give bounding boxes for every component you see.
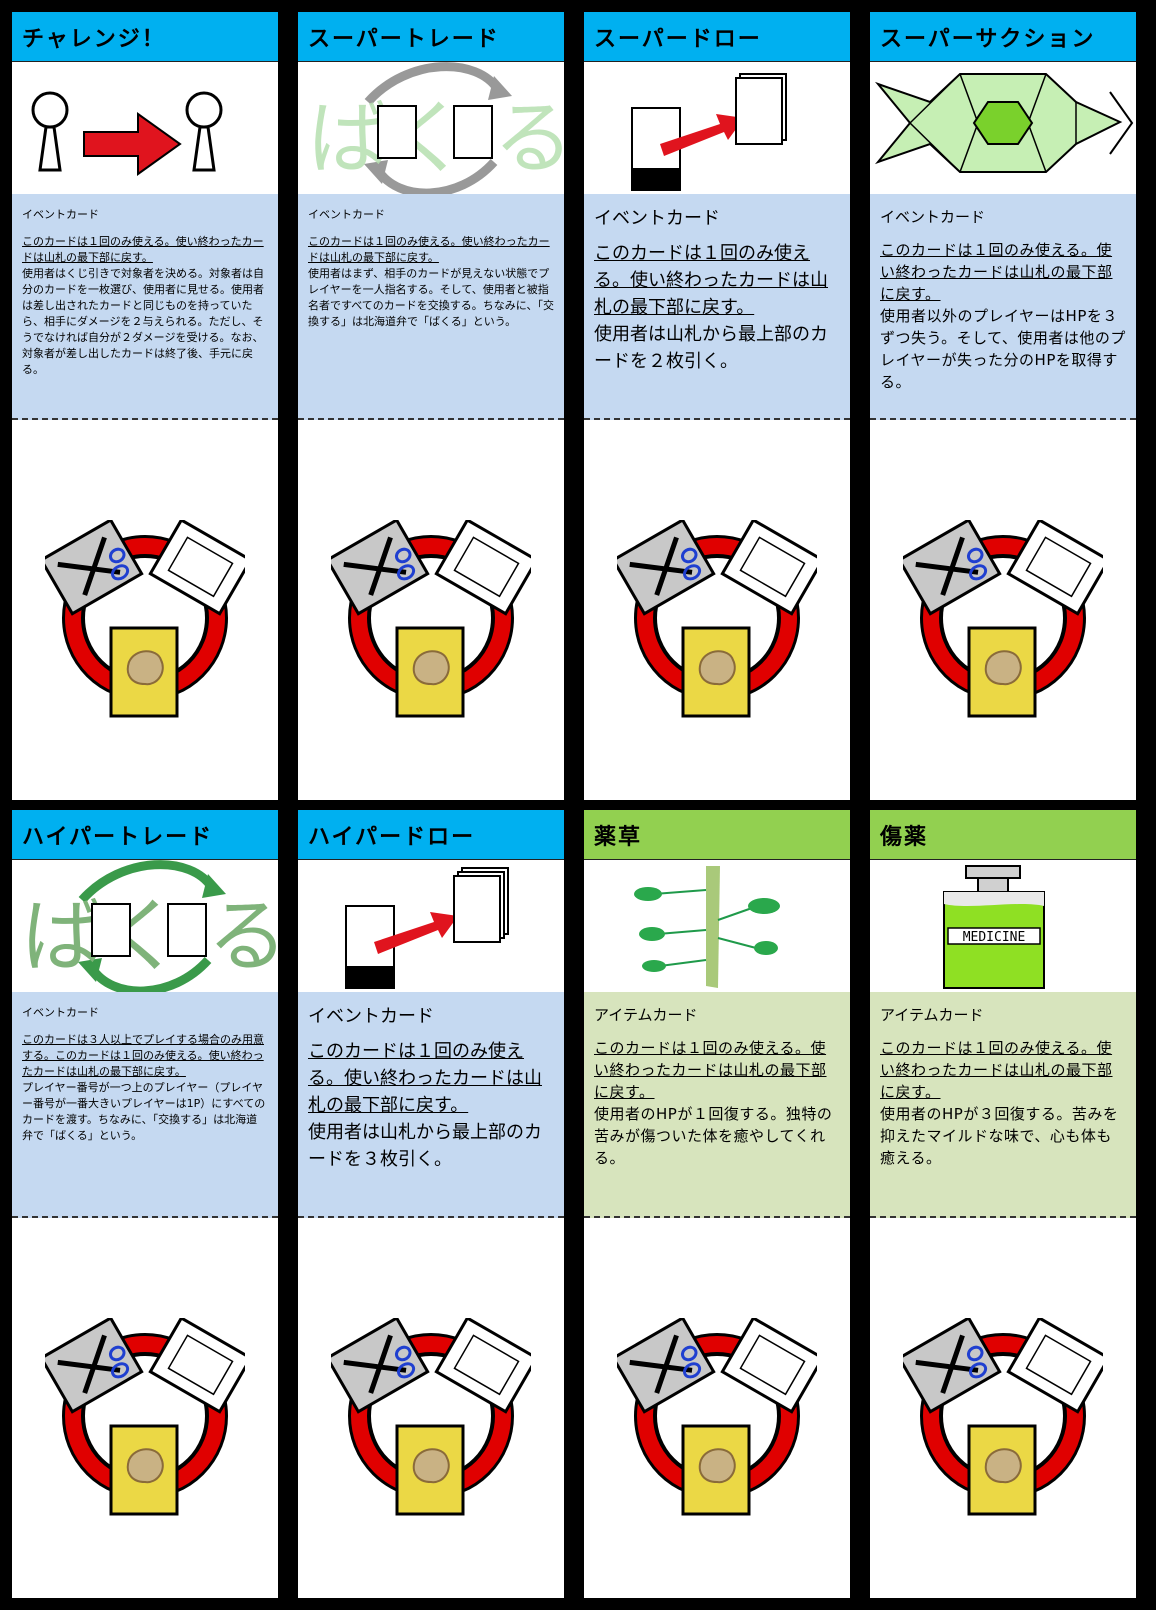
rock-paper-scissors-emblem-icon [617, 1318, 817, 1516]
card-rule: このカードは３人以上でプレイする場合のみ用意する。このカードは１回のみ使える。使… [22, 1033, 264, 1078]
card-effect: 使用者のHPが１回復する。独特の苦みが傷ついた体を癒やしてくれる。 [594, 1105, 833, 1167]
card-description: アイテムカード このカードは１回のみ使える。使い終わったカードは山札の最下部に戻… [584, 992, 850, 1218]
card-type: アイテムカード [594, 1006, 698, 1024]
card-type: アイテムカード [880, 1006, 984, 1024]
card-rule: このカードは１回のみ使える。使い終わったカードは山札の最下部に戻す。 [880, 241, 1113, 303]
card-type: イベントカード [308, 208, 385, 221]
card-herb[interactable]: 薬草 アイテムカード [584, 810, 850, 1598]
card-rule: このカードは１回のみ使える。使い終わったカードは山札の最下部に戻す。 [22, 235, 264, 264]
bakuru-trade-icon: ばく る [298, 62, 564, 194]
rock-paper-scissors-emblem-icon [331, 1318, 531, 1516]
card-description: イベントカード このカードは１回のみ使える。使い終わったカードは山札の最下部に戻… [298, 194, 564, 420]
card-rule: このカードは１回のみ使える。使い終わったカードは山札の最下部に戻す。 [880, 1039, 1113, 1101]
rock-paper-scissors-emblem-icon [903, 1318, 1103, 1516]
svg-text:ばく る: ばく る [22, 890, 278, 983]
card-type: イベントカード [22, 208, 99, 221]
card-rule: このカードは１回のみ使える。使い終わったカードは山札の最下部に戻す。 [594, 1039, 827, 1101]
card-description: イベントカード このカードは１回のみ使える。使い終わったカードは山札の最下部に戻… [12, 194, 278, 420]
card-type: イベントカード [594, 208, 720, 229]
rock-paper-scissors-emblem-icon [45, 520, 245, 718]
card-effect: 使用者は山札から最上部のカードを３枚引く。 [308, 1122, 542, 1170]
suction-icon [870, 62, 1136, 194]
card-title: ハイパードロー [298, 810, 564, 860]
card-challenge[interactable]: チャレンジ！ イベントカード このカードは１回のみ使える。使い終わったカードは山… [12, 12, 278, 800]
rock-paper-scissors-emblem-icon [903, 520, 1103, 718]
card-back [298, 420, 564, 800]
card-title: スーパードロー [584, 12, 850, 62]
card-type: イベントカード [22, 1006, 99, 1019]
draw-icon [298, 860, 564, 992]
rock-paper-scissors-emblem-icon [45, 1318, 245, 1516]
card-effect: 使用者はまず、相手のカードが見えない状態でプレイヤーを一人指名する。そして、使用… [308, 267, 554, 328]
challenge-icon [12, 62, 278, 194]
card-back [584, 420, 850, 800]
card-description: イベントカード このカードは１回のみ使える。使い終わったカードは山札の最下部に戻… [870, 194, 1136, 420]
draw-icon [584, 62, 850, 194]
card-description: イベントカード このカードは１回のみ使える。使い終わったカードは山札の最下部に戻… [584, 194, 850, 420]
card-title: スーパーサクション [870, 12, 1136, 62]
card-hyper-draw[interactable]: ハイパードロー イベントカード このカードは１回のみ使える。使い終わったカードは… [298, 810, 564, 1598]
card-back [12, 1218, 278, 1598]
card-effect: プレイヤー番号が一つ上のプレイヤー（プレイヤー番号が一番大きいプレイヤーは1P）… [22, 1081, 266, 1142]
rock-paper-scissors-emblem-icon [331, 520, 531, 718]
card-title: チャレンジ！ [12, 12, 278, 62]
card-super-trade[interactable]: スーパートレード ばく る イベントカード このカードは１回のみ使える。使い終わ… [298, 12, 564, 800]
svg-text:ばく る: ばく る [308, 92, 564, 185]
card-back [12, 420, 278, 800]
card-description: イベントカード このカードは３人以上でプレイする場合のみ用意する。このカードは１… [12, 992, 278, 1218]
card-rule: このカードは１回のみ使える。使い終わったカードは山札の最下部に戻す。 [308, 1041, 542, 1116]
card-title: スーパートレード [298, 12, 564, 62]
card-rule: このカードは１回のみ使える。使い終わったカードは山札の最下部に戻す。 [594, 243, 828, 318]
card-effect: 使用者のHPが３回復する。苦みを抑えたマイルドな味で、心も体も癒える。 [880, 1105, 1119, 1167]
medicine-bottle-icon: MEDICINE [870, 860, 1136, 992]
medicine-label: MEDICINE [963, 930, 1026, 945]
card-super-draw[interactable]: スーパードロー イベントカード このカードは１回のみ使える。使い終わったカードは… [584, 12, 850, 800]
card-title: 薬草 [584, 810, 850, 860]
card-back [870, 1218, 1136, 1598]
card-title: 傷薬 [870, 810, 1136, 860]
card-back [584, 1218, 850, 1598]
card-super-suction[interactable]: スーパーサクション イベントカード このカードは１回のみ使える。使い終わったカー… [870, 12, 1136, 800]
card-title: ハイパートレード [12, 810, 278, 860]
card-medicine[interactable]: 傷薬 MEDICINE アイテムカード このカードは１回のみ使える。使い終わった… [870, 810, 1136, 1598]
card-rule: このカードは１回のみ使える。使い終わったカードは山札の最下部に戻す。 [308, 235, 550, 264]
card-description: イベントカード このカードは１回のみ使える。使い終わったカードは山札の最下部に戻… [298, 992, 564, 1218]
card-type: イベントカード [308, 1006, 434, 1027]
card-effect: 使用者はくじ引きで対象者を決める。対象者は自分のカードを一枚選び、使用者に見せる… [22, 267, 264, 376]
card-type: イベントカード [880, 208, 986, 226]
card-effect: 使用者は山札から最上部のカードを２枚引く。 [594, 324, 828, 372]
card-back [298, 1218, 564, 1598]
bakuru-trade-icon: ばく る [12, 860, 278, 992]
herb-icon [584, 860, 850, 992]
card-hyper-trade[interactable]: ハイパートレード ばく る イベントカード このカードは３人以上でプレイする場合… [12, 810, 278, 1598]
rock-paper-scissors-emblem-icon [617, 520, 817, 718]
card-effect: 使用者以外のプレイヤーはHPを３ずつ失う。そして、使用者は他のプレイヤーが失った… [880, 307, 1126, 391]
card-description: アイテムカード このカードは１回のみ使える。使い終わったカードは山札の最下部に戻… [870, 992, 1136, 1218]
card-back [870, 420, 1136, 800]
